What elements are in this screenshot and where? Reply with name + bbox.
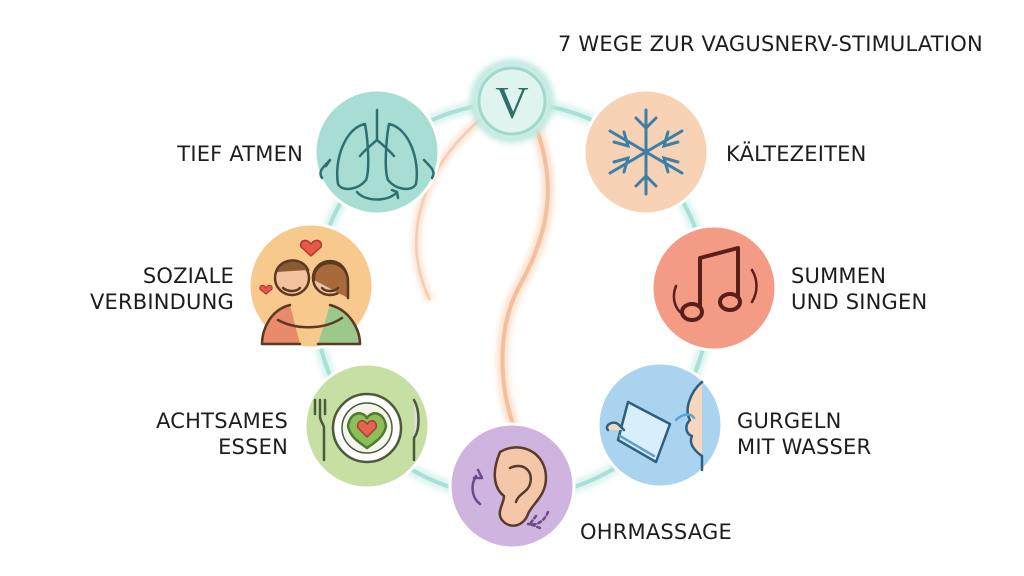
label-summen-singen: SUMMEN UND SINGEN <box>791 263 927 315</box>
hugging-people-icon <box>259 239 362 346</box>
label-gurgeln: GURGELN MIT WASSER <box>737 408 871 460</box>
breathing-node <box>313 88 441 216</box>
snowflake-icon <box>608 108 684 196</box>
lungs-icon <box>319 108 435 201</box>
label-line: SOZIALE <box>142 264 234 288</box>
eating-node <box>303 362 431 490</box>
gargle-node <box>596 361 724 489</box>
label-achtsames-essen: ACHTSAMES ESSEN <box>156 408 288 460</box>
label-tief-atmen: TIEF ATMEN <box>177 141 303 167</box>
label-line: KÄLTEZEITEN <box>726 142 867 166</box>
label-line: GURGELN <box>737 409 842 433</box>
label-line: TIEF ATMEN <box>177 142 303 166</box>
label-line: MIT WASSER <box>737 435 872 459</box>
plate-heart-icon <box>313 392 420 464</box>
label-soziale-verbindung: SOZIALE VERBINDUNG <box>90 263 234 315</box>
label-line: OHRMASSAGE <box>580 520 732 544</box>
music-note-icon <box>672 246 758 322</box>
label-line: SUMMEN <box>791 264 887 288</box>
label-ohrmassage: OHRMASSAGE <box>580 519 732 545</box>
label-line: ACHTSAMES <box>156 409 288 433</box>
drinking-glass-icon <box>605 380 704 472</box>
label-kaeltezeiten: KÄLTEZEITEN <box>726 141 867 167</box>
humming-node <box>650 224 778 352</box>
v-letter: V <box>495 77 528 128</box>
vagus-symbol: V <box>470 59 554 143</box>
social-node <box>247 222 375 350</box>
label-line: ESSEN <box>218 435 288 459</box>
cold-node <box>582 88 710 216</box>
ear-node <box>448 422 576 550</box>
label-line: VERBINDUNG <box>89 290 234 314</box>
label-line: UND SINGEN <box>791 290 928 314</box>
page-title: 7 WEGE ZUR VAGUSNERV-STIMULATION <box>558 32 983 56</box>
ear-icon <box>471 446 550 530</box>
